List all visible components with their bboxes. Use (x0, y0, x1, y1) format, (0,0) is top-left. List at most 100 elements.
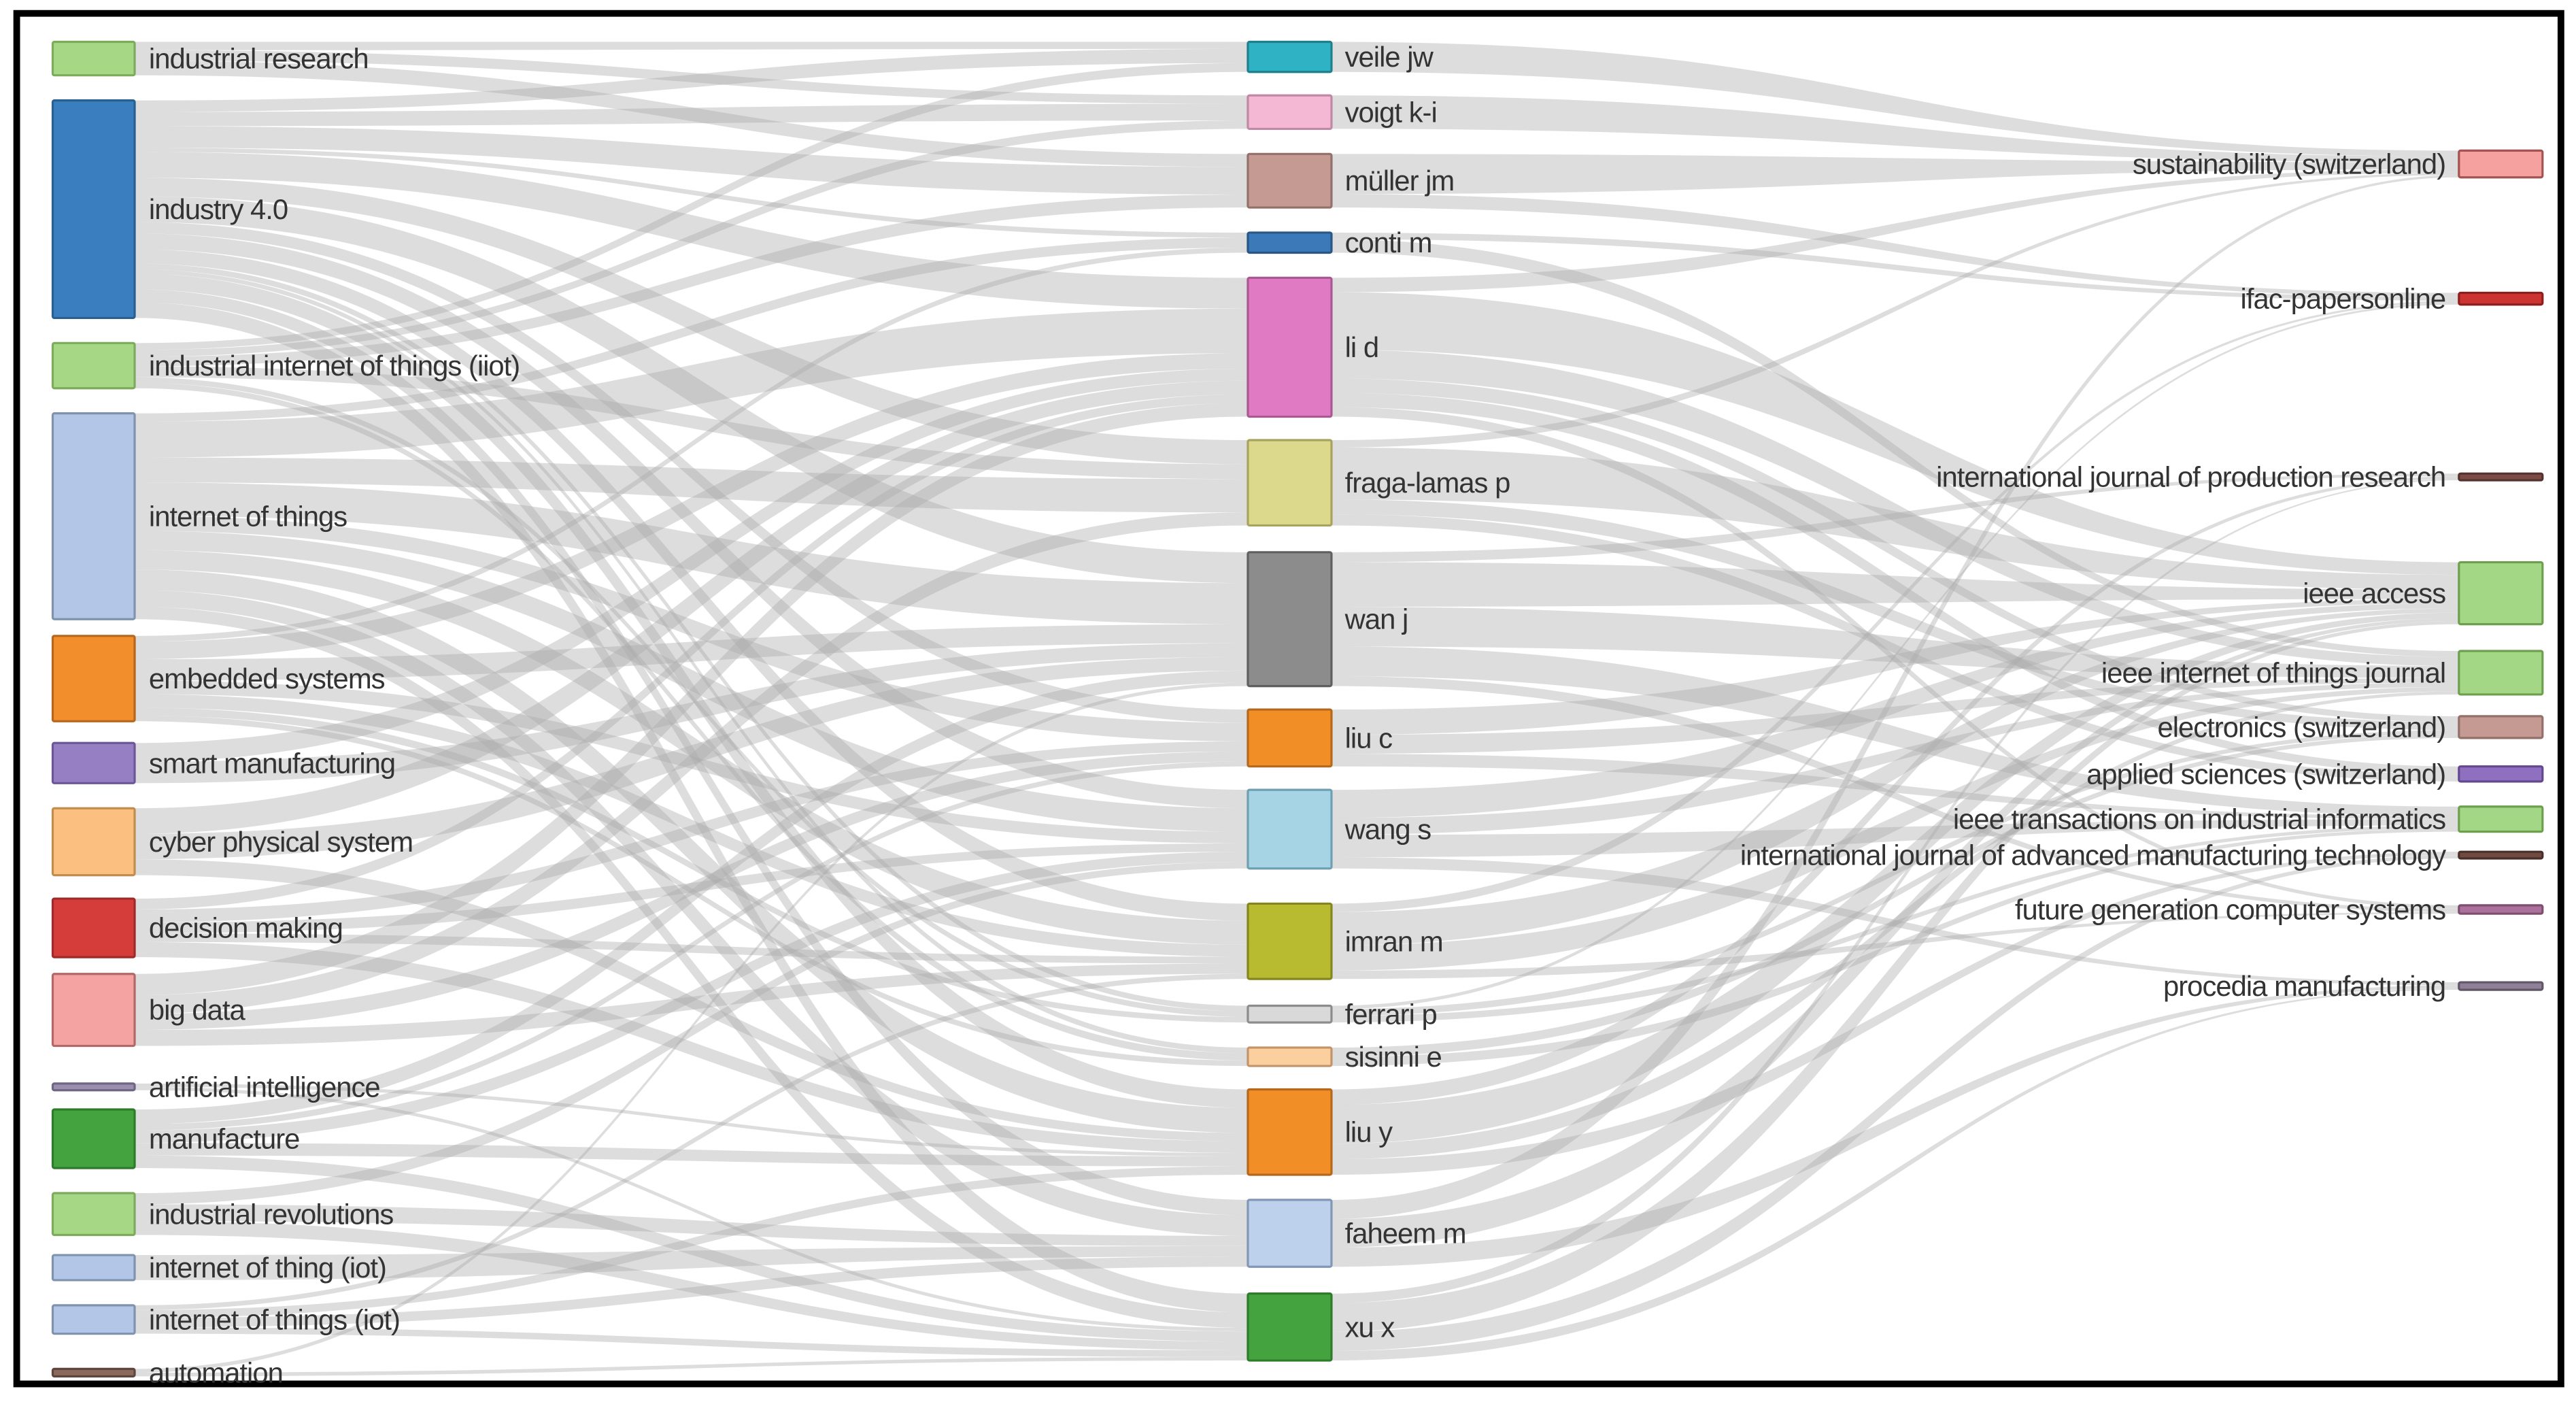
link-industrial-internet-of-things-iiot-to-sisinni-e (135, 382, 1248, 1060)
node-procedia-manufacturing[interactable] (2458, 981, 2544, 991)
node-industrial-internet-of-things-iiot[interactable] (51, 341, 136, 390)
link-industrial-revolutions-to-faheem-m (135, 1204, 1248, 1246)
node-imran-m[interactable] (1247, 902, 1333, 980)
link-embedded-systems-to-imran-m (135, 694, 1248, 957)
node-liu-c[interactable] (1247, 708, 1333, 768)
node-industrial-research[interactable] (51, 40, 136, 77)
link-embedded-systems-to-li-d (135, 353, 1248, 660)
link-liu-c-to-ieee-internet-of-things-journal (1331, 678, 2459, 754)
link-artificial-intelligence-to-liu-y (135, 1083, 1248, 1156)
node-applied-sciences-switzerland[interactable] (2458, 765, 2544, 783)
node-electronics-switzerland[interactable] (2458, 715, 2544, 739)
link-internet-of-things-to-liu-c (135, 515, 1248, 741)
link-manufacture-to-liu-c (135, 761, 1248, 1131)
link-automation-to-wan-j (135, 682, 1248, 1373)
link-big-data-to-imran-m (135, 963, 1248, 1046)
link-liu-c-to-ieee-access (1331, 599, 2459, 735)
node-faheem-m[interactable] (1247, 1199, 1333, 1268)
link-li-d-to-ieee-internet-of-things-journal (1331, 349, 2459, 667)
node-industry-4-0[interactable] (51, 99, 136, 320)
link-internet-of-things-to-li-d (135, 308, 1248, 458)
node-smart-manufacturing[interactable] (51, 741, 136, 784)
node-label-artificial-intelligence: artificial intelligence (149, 1071, 380, 1103)
link-sisinni-e-to-ieee-transactions-on-industrial-informatics (1331, 829, 2459, 1067)
node-label-ferrari-p: ferrari p (1345, 998, 1437, 1030)
link-artificial-intelligence-to-xu-x (135, 1086, 1248, 1332)
link-veile-jw-to-sustainability-switzerland (1331, 41, 2459, 156)
node-sustainability-switzerland[interactable] (2458, 149, 2544, 179)
link-fraga-lamas-p-to-ieee-access (1331, 447, 2459, 590)
node-label-embedded-systems: embedded systems (149, 663, 385, 695)
node-label-applied-sciences-switzerland: applied sciences (switzerland) (2086, 758, 2445, 790)
link-industrial-internet-of-things-iiot-to-fraga-lamas-p (135, 366, 1248, 480)
link-wan-j-to-international-journal-of-production-research (1331, 473, 2459, 563)
link-internet-of-thing-iot-to-faheem-m (135, 1246, 1248, 1280)
link-wan-j-to-ieee-access (1331, 562, 2459, 607)
link-wan-j-to-future-generation-computer-systems (1331, 676, 2459, 912)
node-fraga-lamas-p[interactable] (1247, 439, 1333, 527)
node-international-journal-of-advanced-manufacturing-technology[interactable] (2458, 850, 2544, 860)
node-ifac-papersonline[interactable] (2458, 291, 2544, 306)
link-industry-4-0-to-faheem-m (135, 289, 1248, 1216)
link-wang-s-to-ieee-transactions-on-industrial-informatics (1331, 819, 2459, 858)
link-decision-making-to-liu-y (135, 941, 1248, 1153)
node-label-conti-m: conti m (1345, 227, 1432, 258)
link-industry-4-0-to-voigt-k-i (135, 103, 1248, 127)
node-big-data[interactable] (51, 973, 136, 1048)
link-internet-of-things-to-wang-s (135, 531, 1248, 832)
node-label-future-generation-computer-systems: future generation computer systems (2015, 894, 2445, 926)
link-imran-m-to-ieee-internet-of-things-journal (1331, 686, 2459, 971)
node-label-imran-m: imran m (1345, 925, 1443, 957)
link-imran-m-to-ifac-papersonline (1331, 300, 2459, 912)
node-future-generation-computer-systems[interactable] (2458, 904, 2544, 915)
node-label-fraga-lamas-p: fraga-lamas p (1345, 467, 1510, 499)
link-xu-x-to-international-journal-of-production-research (1331, 479, 2459, 1303)
link-conti-m-to-ieee-internet-of-things-journal (1331, 239, 2459, 657)
node-ieee-access[interactable] (2458, 561, 2544, 626)
node-automation[interactable] (51, 1367, 136, 1378)
link-wan-j-to-ieee-transactions-on-industrial-informatics (1331, 646, 2459, 816)
node-m-ller-jm[interactable] (1247, 152, 1333, 209)
link-industrial-revolutions-to-xu-x (135, 1221, 1248, 1350)
link-xu-x-to-ieee-access (1331, 620, 2459, 1332)
link-industrial-research-to-veile-jw (135, 41, 1248, 50)
node-ieee-internet-of-things-journal[interactable] (2458, 650, 2544, 696)
node-label-industrial-revolutions: industrial revolutions (149, 1198, 393, 1230)
node-ieee-transactions-on-industrial-informatics[interactable] (2458, 805, 2544, 833)
node-label-industrial-internet-of-things-iiot: industrial internet of things (iiot) (149, 350, 520, 382)
link-industry-4-0-to-m-ller-jm (135, 126, 1248, 195)
link-conti-m-to-ifac-papersonline (1331, 232, 2459, 301)
node-industrial-revolutions[interactable] (51, 1192, 136, 1237)
node-international-journal-of-production-research[interactable] (2458, 472, 2544, 482)
node-conti-m[interactable] (1247, 231, 1333, 254)
node-sisinni-e[interactable] (1247, 1046, 1333, 1067)
node-wan-j[interactable] (1247, 551, 1333, 688)
node-li-d[interactable] (1247, 276, 1333, 418)
node-artificial-intelligence[interactable] (51, 1082, 136, 1092)
node-label-ifac-papersonline: ifac-papersonline (2241, 283, 2446, 315)
link-li-d-to-electronics-switzerland (1331, 378, 2459, 722)
node-liu-y[interactable] (1247, 1088, 1333, 1176)
node-wang-s[interactable] (1247, 788, 1333, 870)
link-ferrari-p-to-ifac-papersonline (1331, 302, 2459, 1009)
node-label-international-journal-of-advanced-manufacturing-technology: international journal of advanced manufa… (1740, 839, 2446, 871)
link-industry-4-0-to-wan-j (135, 196, 1248, 584)
node-cyber-physical-system[interactable] (51, 807, 136, 877)
node-internet-of-thing-iot[interactable] (51, 1254, 136, 1282)
node-label-decision-making: decision making (149, 912, 343, 944)
node-voigt-k-i[interactable] (1247, 94, 1333, 131)
node-manufacture[interactable] (51, 1108, 136, 1169)
node-ferrari-p[interactable] (1247, 1004, 1333, 1024)
node-xu-x[interactable] (1247, 1292, 1333, 1362)
node-embedded-systems[interactable] (51, 635, 136, 722)
node-decision-making[interactable] (51, 897, 136, 958)
link-liu-y-to-ieee-internet-of-things-journal (1331, 691, 2459, 1160)
node-veile-jw[interactable] (1247, 40, 1333, 73)
node-label-sisinni-e: sisinni e (1345, 1041, 1442, 1073)
link-liu-y-to-international-journal-of-advanced-manufacturing-technology (1331, 852, 2459, 1175)
link-faheem-m-to-ieee-access (1331, 618, 2459, 1248)
node-internet-of-things-iot[interactable] (51, 1304, 136, 1335)
node-label-xu-x: xu x (1345, 1311, 1395, 1343)
node-internet-of-things[interactable] (51, 412, 136, 620)
